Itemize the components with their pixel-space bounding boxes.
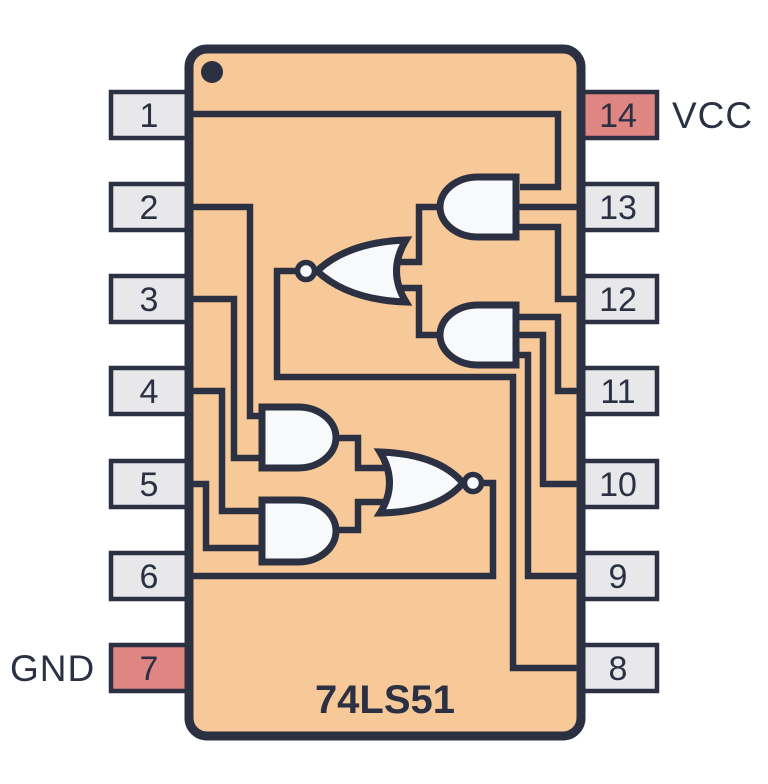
and3-gate-icon bbox=[258, 403, 340, 472]
pin-number-labels: 1 2 3 4 5 6 7 14 13 12 11 10 9 8 bbox=[140, 97, 637, 688]
wire-and1-to-nor1 bbox=[394, 203, 444, 266]
pin-5-box bbox=[108, 458, 191, 510]
nor1-inversion-bubble-icon bbox=[294, 259, 318, 283]
pin-7-label: 7 bbox=[140, 650, 159, 688]
wire-pin4-to-and4 bbox=[189, 387, 266, 515]
and1-gate-icon bbox=[436, 173, 520, 241]
wire-and4-to-nor2 bbox=[334, 498, 398, 534]
and4-gate-icon bbox=[258, 496, 340, 566]
left-pin-column bbox=[108, 89, 191, 694]
logic-gates bbox=[258, 173, 520, 566]
wire-nor2-to-pin6 bbox=[189, 479, 497, 580]
pin-2-box bbox=[108, 181, 191, 233]
chip-part-number: 74LS51 bbox=[315, 678, 455, 722]
wire-pin2-to-and3 bbox=[189, 203, 266, 420]
pin-2-label: 2 bbox=[140, 189, 159, 227]
wire-pin3-to-and3 bbox=[189, 295, 266, 462]
wire-pin11-to-and2 bbox=[512, 313, 581, 395]
pin-6-label: 6 bbox=[140, 558, 159, 596]
internal-wires bbox=[189, 110, 581, 672]
pin-4-label: 4 bbox=[140, 373, 159, 411]
pin-3-label: 3 bbox=[140, 281, 159, 319]
nor2-gate-icon bbox=[373, 448, 468, 517]
pin-8-box bbox=[577, 642, 660, 694]
pin-11-box bbox=[577, 365, 660, 417]
nor2-inversion-bubble-icon bbox=[461, 471, 485, 495]
pin-5-label: 5 bbox=[140, 466, 159, 504]
nor1-gate-icon bbox=[311, 236, 413, 306]
pin1-indicator-dot-icon bbox=[201, 61, 223, 83]
wire-nor1-to-pin8 bbox=[273, 267, 581, 672]
wire-pin10-to-and2 bbox=[512, 331, 581, 488]
pin-8-label: 8 bbox=[609, 650, 628, 688]
pin-11-label: 11 bbox=[600, 373, 635, 411]
and2-gate-icon bbox=[436, 301, 520, 369]
pin-3-box bbox=[108, 273, 191, 325]
vcc-label: VCC bbox=[672, 95, 753, 136]
wire-pin9-to-and2 bbox=[512, 351, 581, 580]
pin-1-box bbox=[108, 89, 191, 141]
pin-14-label: 14 bbox=[599, 97, 637, 135]
pin-13-label: 13 bbox=[599, 189, 637, 227]
pin-12-label: 12 bbox=[599, 281, 637, 319]
wire-pin1-to-and1 bbox=[189, 110, 562, 191]
wire-pin5-to-and4 bbox=[189, 480, 266, 552]
wire-and3-to-nor2 bbox=[334, 434, 398, 472]
gnd-label: GND bbox=[10, 648, 95, 689]
pin-1-label: 1 bbox=[140, 97, 159, 135]
wire-pin12-to-and1 bbox=[512, 223, 581, 303]
pin-9-label: 9 bbox=[609, 558, 628, 596]
wire-and2-to-nor1 bbox=[394, 284, 444, 339]
pin-10-label: 10 bbox=[599, 466, 637, 504]
pin-10-box bbox=[577, 458, 660, 510]
pin-9-box bbox=[577, 550, 660, 602]
